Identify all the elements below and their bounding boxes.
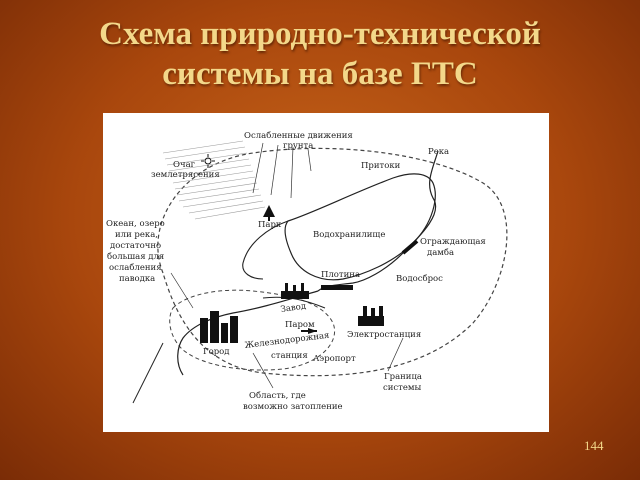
label-spillway: Водосброс: [396, 273, 443, 284]
label-ocean-4: большая для: [107, 251, 164, 262]
levee-icon: [401, 239, 419, 255]
flood-area-boundary: [169, 289, 335, 371]
power-station-icon: [358, 306, 384, 326]
label-quake-1: Очаг: [173, 160, 196, 170]
seismic-hatching: [162, 140, 266, 220]
label-ocean-3: достаточно: [110, 241, 161, 251]
label-river: Река: [428, 147, 449, 157]
airplane-icon: [301, 328, 317, 334]
river-bank: [262, 296, 326, 309]
dam-icon: [321, 285, 353, 290]
earthquake-icon: [201, 154, 215, 168]
label-ocean-2: или река,: [115, 230, 158, 240]
label-ferry: Паром: [285, 320, 315, 330]
system-boundary: [157, 147, 508, 377]
slide-title: Схема природно-технической системы на ба…: [0, 14, 640, 94]
label-flood-1: Область, где: [249, 390, 306, 401]
label-ocean-1: Океан, озеро: [106, 219, 165, 229]
reservoir: [284, 173, 436, 281]
label-dam: Плотина: [321, 270, 360, 280]
label-weak-ground-1: Ослабленные движения: [244, 130, 353, 141]
ground-motion-leaders: [252, 142, 312, 199]
label-boundary-2: системы: [383, 383, 422, 393]
title-line-2: системы на базе ГТС: [162, 56, 478, 92]
label-quake-2: землетрясения: [151, 170, 220, 180]
system-diagram: Ослабленные движения грунта Очаг землетр…: [103, 113, 549, 432]
label-levee-2: дамба: [427, 247, 454, 258]
factory-icon: [281, 283, 309, 299]
label-park: Парк: [258, 220, 282, 230]
label-reservoir: Водохранилище: [313, 230, 385, 240]
label-tributaries: Притоки: [361, 161, 401, 171]
label-flood-2: возможно затопление: [243, 402, 343, 412]
label-boundary-1: Граница: [384, 372, 422, 382]
diagram-drawing: Ослабленные движения грунта Очаг землетр…: [106, 130, 508, 412]
label-rail-1: Железнодорожная: [244, 331, 330, 351]
park-icon: [263, 205, 275, 221]
label-city: Город: [203, 347, 230, 357]
label-leaders: [170, 272, 404, 389]
label-weak-ground-2: грунта: [283, 141, 313, 151]
city-icon: [200, 311, 238, 343]
label-levee-1: Ограждающая: [420, 237, 486, 247]
label-rail-2: станция: [271, 351, 308, 361]
tributary-left: [242, 220, 289, 280]
label-ocean-5: ослабления: [109, 262, 162, 273]
label-ocean-6: паводка: [119, 274, 155, 284]
label-factory: Завод: [280, 302, 307, 315]
title-line-1: Схема природно-технической: [99, 16, 541, 52]
label-airport: Аэропорт: [313, 354, 356, 364]
river-outflow: [132, 342, 164, 404]
label-power-station: Электростанция: [347, 330, 421, 340]
page-number: 144: [584, 438, 604, 453]
